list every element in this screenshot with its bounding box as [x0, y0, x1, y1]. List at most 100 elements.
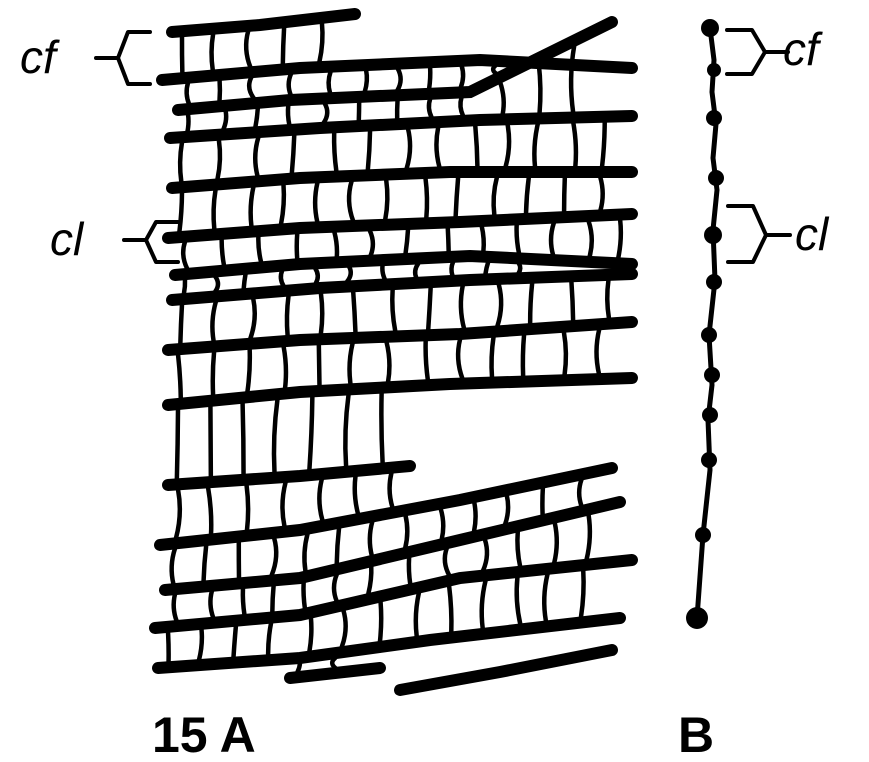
cross-link	[362, 67, 370, 94]
cross-link	[215, 137, 223, 182]
cross-link	[453, 174, 461, 220]
cross-link	[318, 290, 325, 337]
cross-link	[321, 101, 330, 126]
fibre-strand	[169, 249, 638, 281]
fibre-strand	[164, 110, 638, 144]
cross-link	[169, 546, 178, 587]
fibre-strand	[394, 644, 618, 696]
cross-link	[455, 336, 465, 381]
cross-link	[491, 174, 500, 218]
cross-link	[479, 578, 488, 631]
cross-link	[551, 520, 560, 566]
strand-bead	[702, 407, 718, 423]
cross-link	[472, 122, 480, 170]
cf-label-right: cf	[783, 23, 823, 75]
cross-link	[586, 218, 595, 260]
cross-link	[434, 124, 442, 170]
cross-link	[380, 262, 388, 282]
strand-bead	[701, 19, 719, 37]
strand-bead	[695, 527, 711, 543]
cross-link	[181, 276, 188, 297]
cross-link	[301, 579, 308, 612]
cross-link	[527, 280, 535, 327]
cross-link	[270, 583, 276, 615]
cross-link	[285, 102, 292, 128]
fibre-strand	[172, 16, 618, 116]
fibre-strand	[166, 268, 638, 306]
fibre-strand	[166, 166, 638, 194]
fibre-strand	[162, 208, 638, 244]
cross-link	[294, 230, 300, 262]
cross-link	[334, 525, 342, 566]
cross-link	[516, 261, 523, 276]
cross-link	[248, 184, 256, 229]
beads	[686, 19, 724, 629]
cross-link	[316, 342, 322, 389]
cross-link	[568, 43, 577, 115]
cross-link	[253, 134, 261, 179]
cross-link	[402, 512, 410, 551]
cross-link	[483, 259, 491, 277]
cross-link	[245, 346, 253, 395]
cross-link	[280, 24, 287, 67]
cross-link	[317, 476, 325, 524]
cross-link	[384, 339, 392, 385]
cross-link	[284, 293, 291, 339]
cross-link	[489, 334, 496, 380]
cross-link	[219, 236, 227, 269]
cross-link	[210, 299, 219, 344]
cf-label-left: cf	[20, 31, 60, 83]
strand-bead	[706, 274, 722, 290]
strand-bead	[704, 226, 722, 244]
cross-link	[265, 620, 274, 658]
cross-link	[615, 217, 624, 261]
cross-link	[269, 535, 279, 578]
cross-link	[210, 349, 217, 398]
cross-link	[387, 470, 395, 511]
cross-link	[196, 626, 205, 663]
cross-link	[178, 301, 185, 347]
fibre-strand	[152, 612, 626, 674]
cross-link	[212, 274, 221, 294]
cross-link	[344, 264, 353, 284]
cross-link	[584, 512, 593, 562]
cross-link	[184, 80, 192, 107]
cross-link	[390, 286, 398, 334]
fibre-strand	[149, 554, 638, 634]
cross-link	[326, 69, 333, 96]
cross-link	[578, 567, 586, 620]
fibre-strand	[284, 662, 386, 684]
cross-link	[479, 223, 487, 254]
cross-link	[201, 542, 209, 584]
cross-link	[307, 394, 315, 473]
cross-link	[412, 261, 421, 281]
cross-link	[520, 332, 527, 379]
fibre-strand	[159, 496, 626, 596]
cross-link	[343, 392, 351, 469]
cross-link	[366, 563, 374, 596]
cross-link	[597, 174, 605, 213]
cross-link	[404, 126, 413, 171]
cross-link	[177, 189, 185, 235]
strand-bead	[706, 110, 722, 126]
cross-link	[173, 487, 183, 541]
cross-link	[503, 492, 511, 527]
cross-link	[246, 74, 257, 101]
cross-link	[307, 615, 314, 654]
fibre-strand	[162, 372, 638, 411]
cross-link	[211, 187, 218, 232]
cross-link	[243, 28, 253, 70]
cross-link	[458, 95, 466, 119]
cross-link	[605, 277, 612, 321]
cross-link	[536, 60, 543, 116]
strand-bead	[686, 607, 708, 629]
fibre-strand	[156, 53, 638, 86]
cross-link	[332, 229, 340, 260]
cross-link	[367, 228, 376, 258]
cross-link	[413, 590, 422, 639]
cross-link	[514, 574, 523, 628]
cross-link	[514, 222, 522, 256]
cross-link	[548, 220, 557, 258]
cross-link	[523, 174, 532, 217]
fibre-strand	[166, 8, 361, 38]
